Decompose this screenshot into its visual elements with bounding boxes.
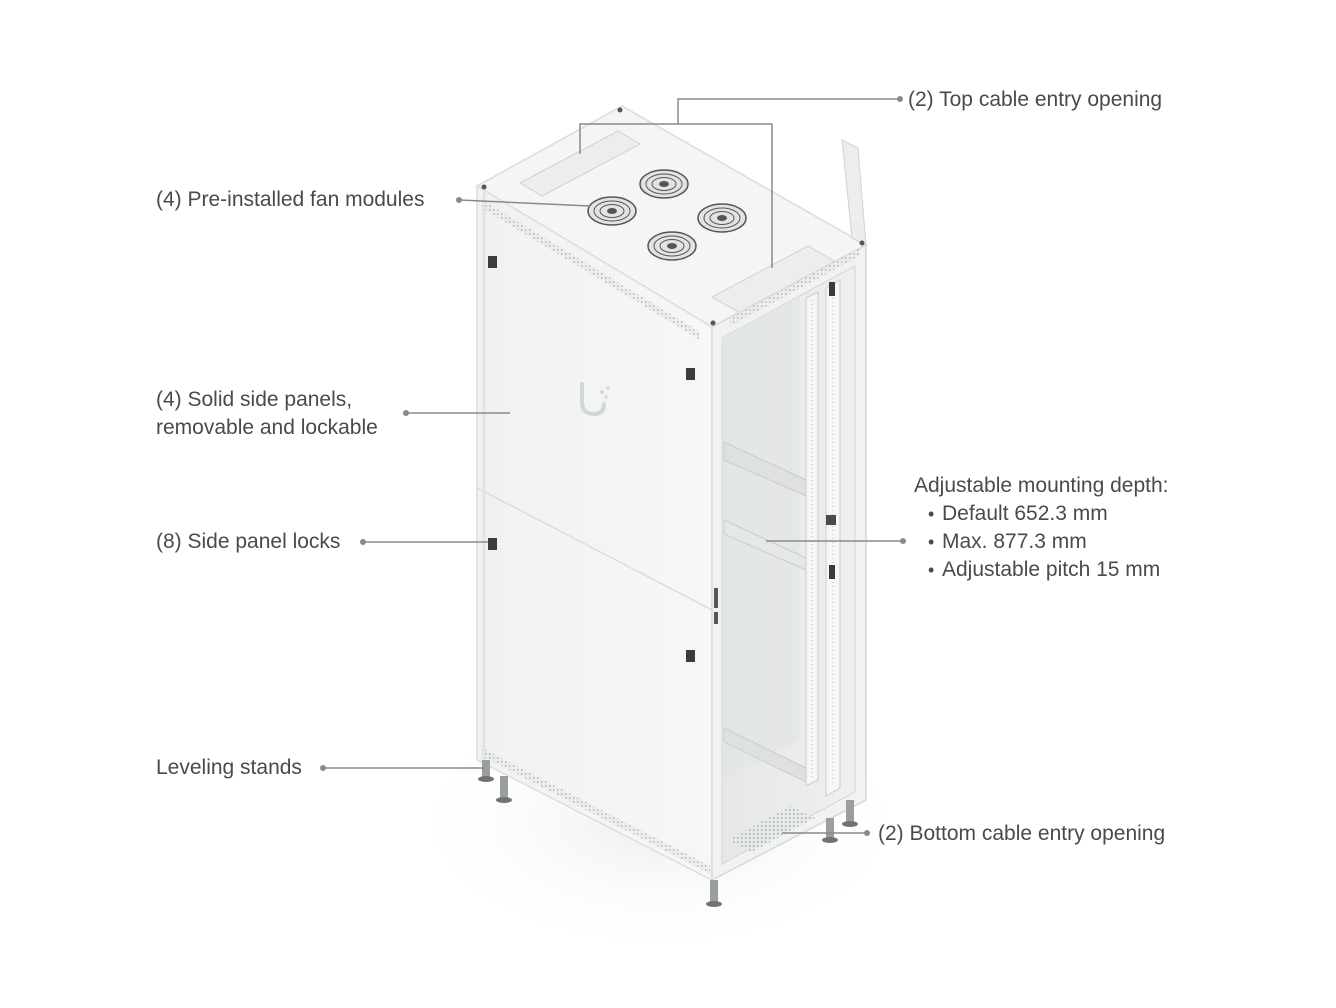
leader-top-cable bbox=[677, 98, 898, 124]
depth-item-default: Default 652.3 mm bbox=[928, 500, 1169, 528]
top-cable-opening-left bbox=[518, 130, 642, 197]
side-panel-lock bbox=[686, 368, 695, 380]
leader-fans bbox=[459, 199, 591, 207]
depth-title: Adjustable mounting depth: bbox=[914, 474, 1169, 497]
depth-list: Default 652.3 mm Max. 877.3 mm Adjustabl… bbox=[928, 500, 1169, 584]
leveling-stand bbox=[822, 818, 838, 843]
callout-leveling-stands: Leveling stands bbox=[156, 756, 302, 779]
depth-item-pitch: Adjustable pitch 15 mm bbox=[928, 556, 1169, 584]
ubiquiti-u-logo bbox=[580, 382, 610, 417]
side-panel-lock bbox=[686, 650, 695, 662]
fan-grille-icon bbox=[697, 203, 747, 233]
leveling-stand bbox=[706, 880, 722, 907]
leveling-stand bbox=[496, 776, 512, 803]
callout-bottom-cable: (2) Bottom cable entry opening bbox=[878, 822, 1166, 845]
fan-grille-icon bbox=[639, 169, 689, 199]
callout-side-panel-locks: (8) Side panel locks bbox=[156, 530, 341, 553]
side-panel-lock bbox=[488, 538, 497, 550]
fan-grille-icon bbox=[587, 196, 637, 226]
callout-mounting-depth: Adjustable mounting depth: Default 652.3… bbox=[914, 472, 1169, 584]
callout-top-cable: (2) Top cable entry opening bbox=[908, 88, 1163, 111]
callout-fan-modules: (4) Pre-installed fan modules bbox=[156, 188, 425, 211]
rack-door-edge bbox=[841, 139, 867, 246]
side-panel-lock bbox=[488, 256, 497, 268]
side-panels-line2: removable and lockable bbox=[156, 416, 378, 439]
bottom-cable-opening bbox=[728, 806, 815, 852]
leveling-stand bbox=[842, 800, 858, 827]
fan-grille-icon bbox=[647, 231, 697, 261]
depth-item-max: Max. 877.3 mm bbox=[928, 528, 1169, 556]
callout-side-panels: (4) Solid side panels, removable and loc… bbox=[156, 386, 378, 442]
side-panels-line1: (4) Solid side panels, bbox=[156, 388, 353, 411]
leveling-stand bbox=[478, 760, 494, 782]
mounting-rail-rear bbox=[805, 291, 819, 787]
